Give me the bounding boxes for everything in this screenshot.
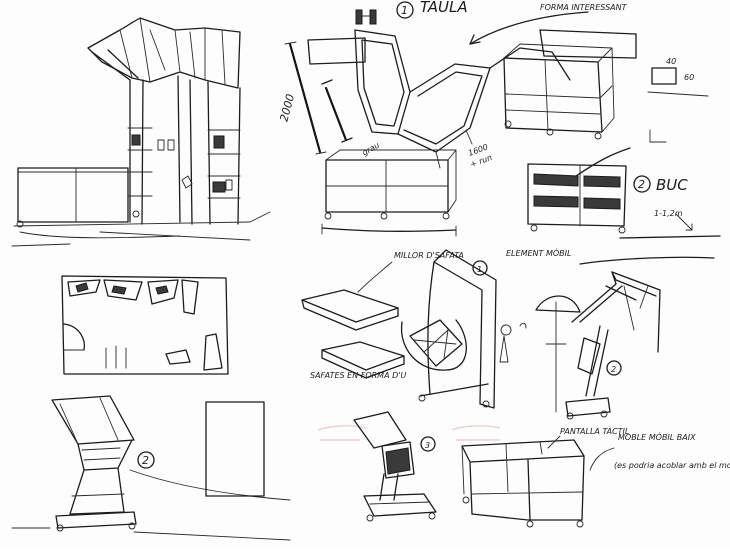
label-taula: TAULA <box>420 0 468 16</box>
dim-small-note: grau <box>361 140 381 157</box>
number-1-element: 1 <box>477 265 482 274</box>
trays-sketch: MILLOR D'SAFATA SAFATES EN FORMA D'U <box>301 251 464 380</box>
moble-mobil-baix-sketch: PANTALLA TÀCTIL MOBLE MÒBIL BAIX (es pod… <box>461 425 730 528</box>
element-mobil-1-sketch: 1 ELEMENT MÒBIL <box>400 247 571 409</box>
label-millor-safata: MILLOR D'SAFATA <box>394 251 464 260</box>
number-2-lectern: 2 <box>142 454 149 467</box>
dim-40: 40 <box>666 57 676 66</box>
kiosk-3-sketch: 3 <box>353 411 437 522</box>
buc-sketch: 2 BUC 1-1,2m 40 60 <box>527 57 721 239</box>
floor-plan-sketch <box>61 275 229 375</box>
label-moble-note: (es podria acoblar amb el moble mòbil al… <box>614 460 730 470</box>
label-moble-mobil-baix: MOBLE MÒBIL BAIX <box>618 431 696 442</box>
number-2-buc: 2 <box>638 178 645 191</box>
faint-background-marks <box>317 425 501 441</box>
lectern-sketch: 2 <box>11 395 291 541</box>
element-mobil-2-sketch: 2 <box>535 256 715 420</box>
number-1-top: 1 <box>401 4 408 17</box>
number-2-element: 2 <box>611 365 616 374</box>
label-pantalla-tactil: PANTALLA TÀCTIL <box>560 425 629 436</box>
dim-2000: 2000 <box>277 93 297 123</box>
label-forma-interessant: FORMA INTERESSANT <box>540 3 628 12</box>
dim-scale: 1-1,2m <box>654 209 683 218</box>
blank-panel-sketch <box>205 401 265 497</box>
taula-sketch: 1 TAULA 2000 FORMA INTERESSANT 1 <box>277 0 637 237</box>
label-safates-forma-u: SAFATES EN FORMA D'U <box>310 371 406 380</box>
label-element-mobil: ELEMENT MÒBIL <box>506 247 571 258</box>
label-buc: BUC <box>656 176 688 194</box>
booth-perspective-sketch <box>11 17 271 247</box>
dim-60: 60 <box>684 73 694 82</box>
number-3: 3 <box>425 441 430 450</box>
